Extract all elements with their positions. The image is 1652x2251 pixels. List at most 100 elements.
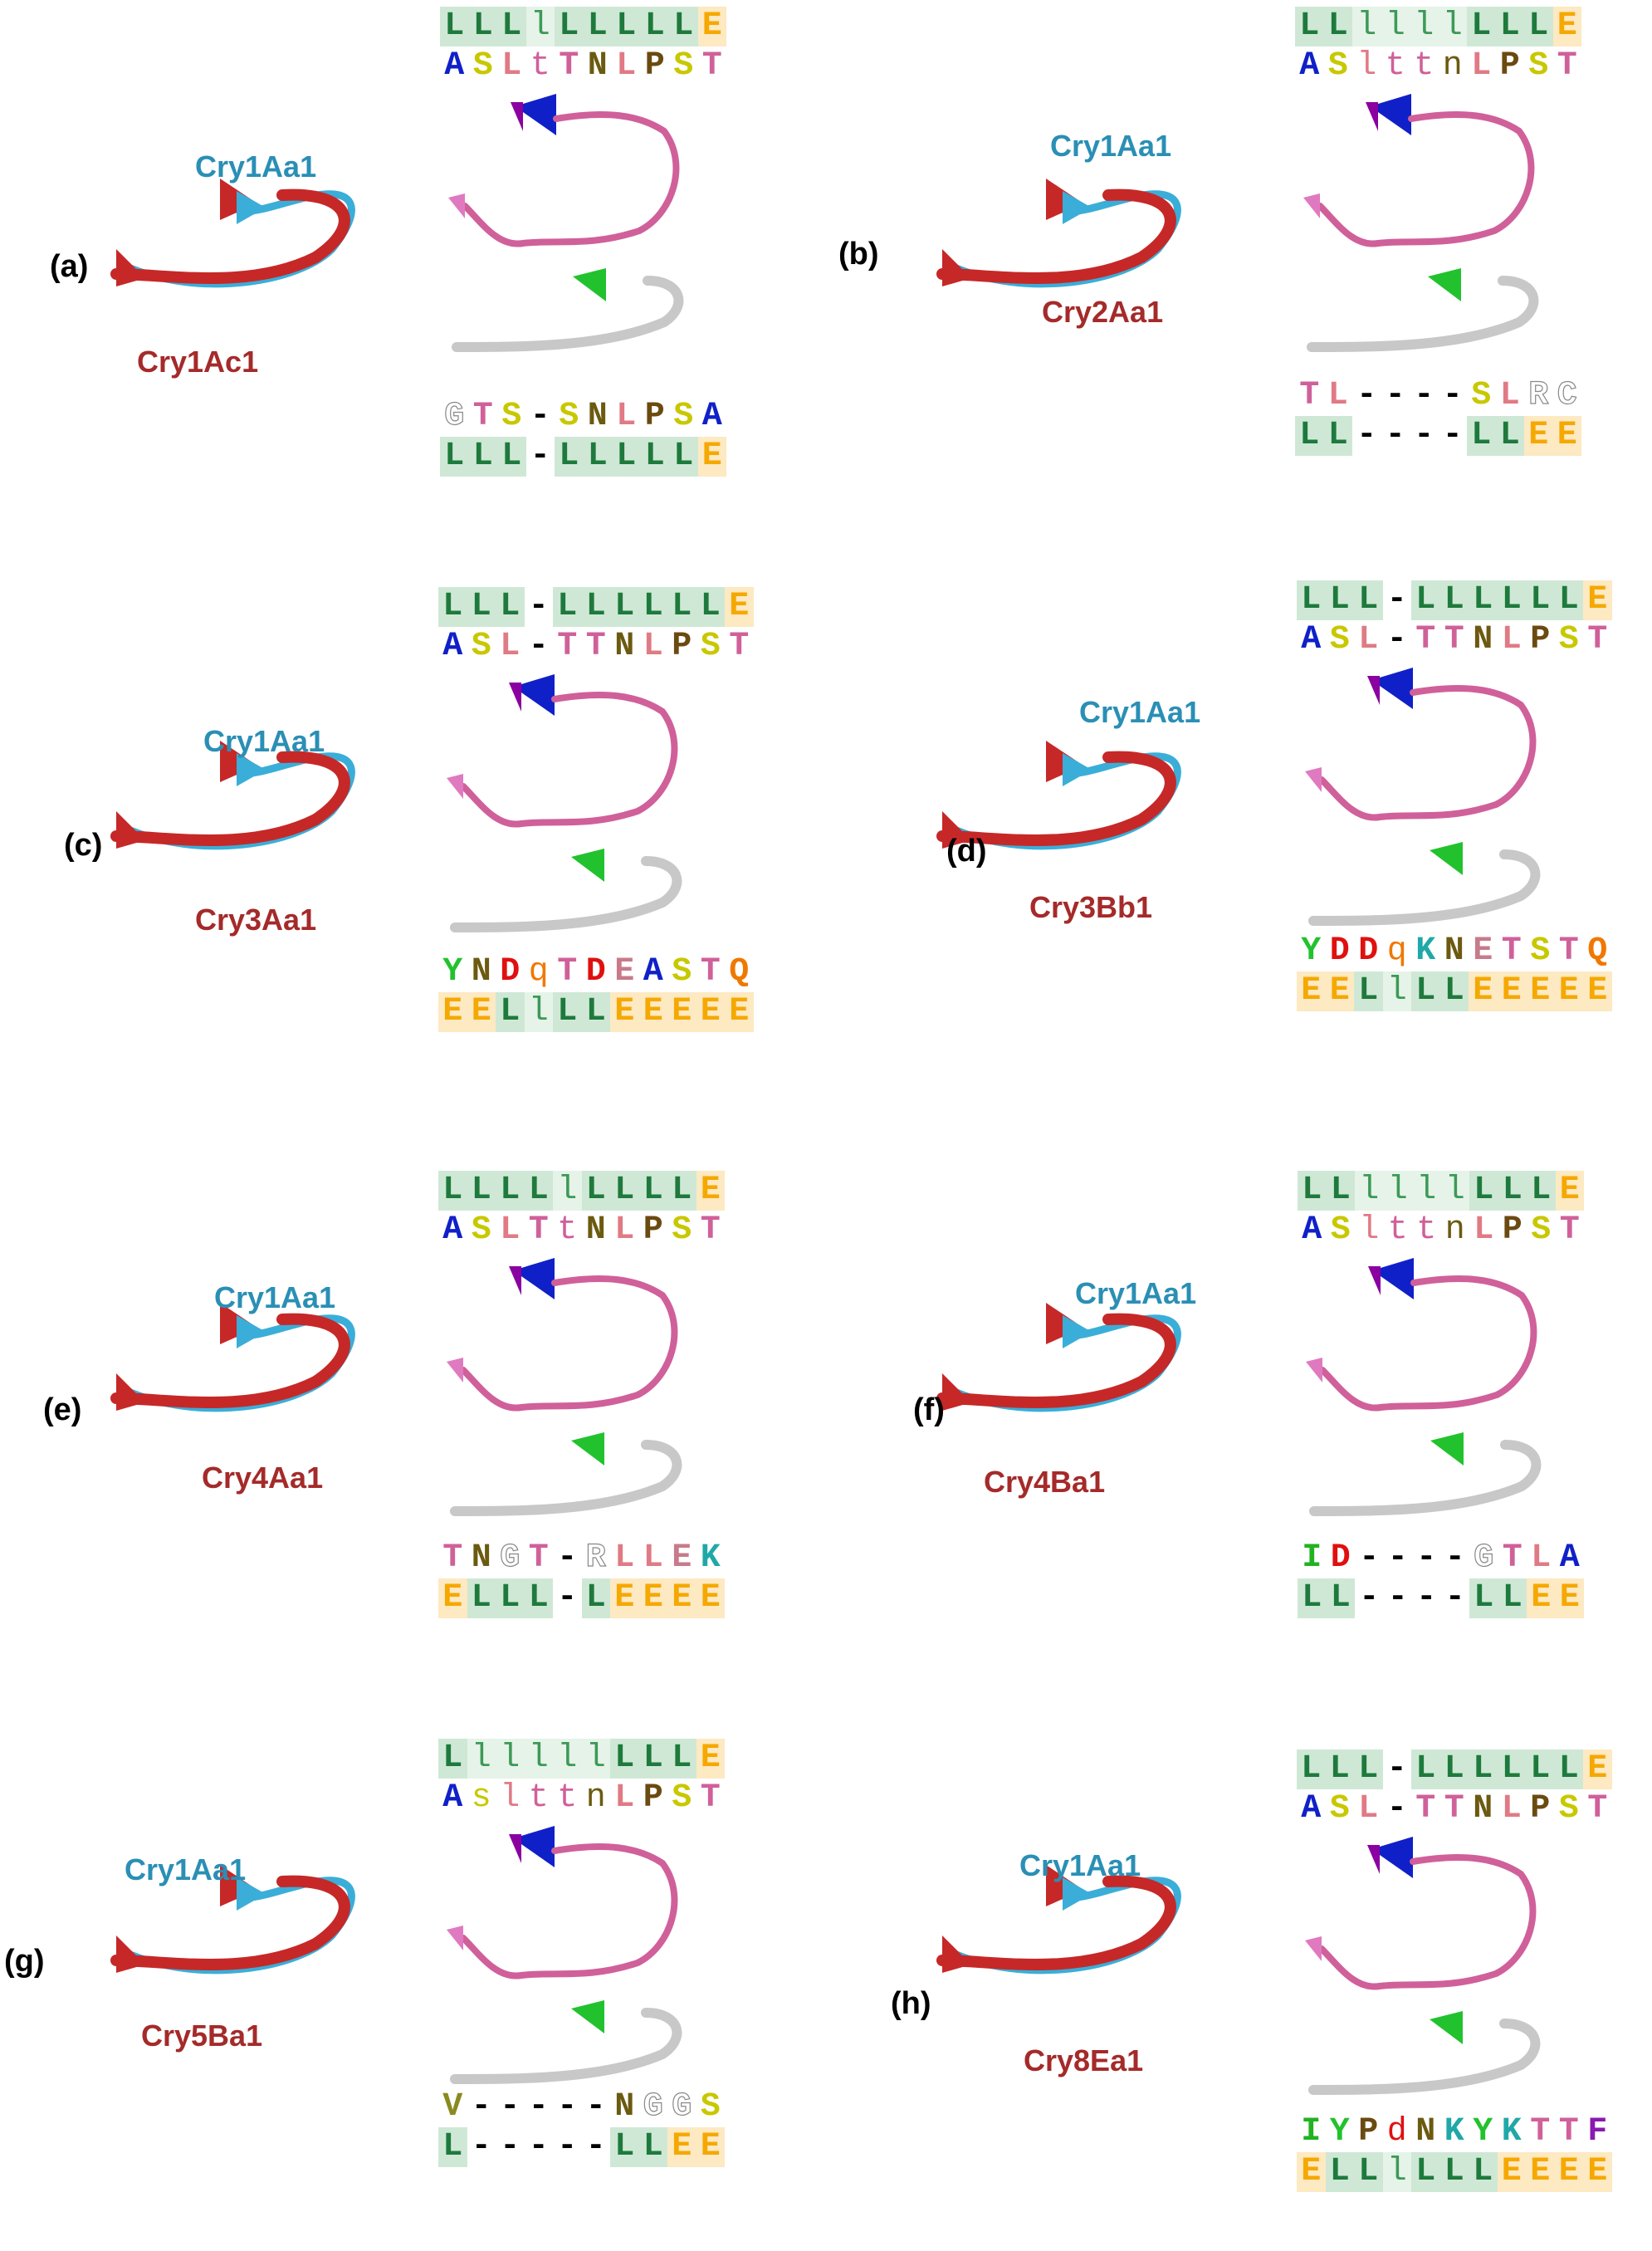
residue-letter: t (557, 1211, 578, 1249)
residue-letter: S (501, 398, 522, 435)
residue-letter: T (1415, 1790, 1436, 1828)
ss-letter: l (581, 1739, 610, 1779)
ss-letter: L (1469, 580, 1498, 620)
ss-letter: E (1297, 2152, 1326, 2192)
panel-label: (d) (946, 834, 987, 869)
ss-letter: L (1325, 580, 1354, 620)
residue-letter: D (1329, 932, 1350, 970)
residue-letter: L (500, 628, 521, 665)
residue-letter: T (528, 1539, 549, 1577)
ss-letter: E (1555, 1171, 1584, 1211)
ss-letter: L (1495, 7, 1524, 46)
ss-letter: L (438, 587, 467, 627)
panel-label: (b) (838, 237, 879, 272)
residue-letter: A (1301, 1790, 1322, 1828)
residue-letter: S (1329, 621, 1350, 658)
residue-letter: - (585, 2088, 606, 2126)
residue-letter: S (1327, 47, 1348, 85)
residue-letter: t (1387, 1211, 1408, 1249)
residue-arrow (1371, 1837, 1413, 1878)
residue-arrow (515, 94, 556, 135)
residue-letter: S (672, 953, 692, 991)
residue-letter: L (1501, 621, 1522, 658)
residue-letter: l (500, 1779, 521, 1817)
reference-protein-label: Cry1Aa1 (203, 724, 325, 758)
residue-letter: T (1415, 621, 1436, 658)
ss-letter: E (1552, 7, 1581, 46)
reference-strand-arrow (1063, 191, 1092, 224)
panel-label: (c) (64, 828, 103, 863)
ss-letter: L (1297, 580, 1326, 620)
ss-letter: L (555, 7, 584, 46)
residue-letter: - (528, 628, 549, 665)
residue-letter: A (1559, 1539, 1580, 1577)
residue-letter: t (1414, 47, 1435, 85)
ss-letter: E (1527, 1578, 1556, 1618)
ss-letter: E (1583, 971, 1612, 1011)
ss-letter: - (1385, 417, 1405, 454)
residue-letter: - (1359, 1539, 1380, 1577)
ss-letter: E (667, 1578, 696, 1618)
residue-letter: L (1358, 621, 1379, 658)
ss-letter: L (1439, 2152, 1469, 2192)
residue-letter: S (559, 398, 579, 435)
residue-letter: A (442, 628, 463, 665)
ss-letter: E (438, 992, 467, 1032)
target-ribbon (110, 1875, 350, 1970)
residue-letter: T (700, 1211, 721, 1249)
target-protein-label: Cry5Ba1 (141, 2019, 263, 2053)
ss-letter: L (1526, 1749, 1555, 1789)
residue-letter: A (442, 1779, 463, 1817)
ss-letter: - (557, 2128, 578, 2165)
residue-letter: T (557, 953, 578, 991)
reference-segment (448, 94, 680, 247)
ss-letter: L (1469, 1171, 1498, 1211)
residue-letter: t (528, 1779, 549, 1817)
structure-drawing (936, 668, 1541, 926)
ss-letter: l (1412, 1171, 1441, 1211)
panel-label: (h) (891, 1986, 931, 2021)
residue-arrow (511, 102, 523, 131)
ss-letter: E (696, 1739, 725, 1779)
residue-letter: P (1530, 621, 1551, 658)
ss-letter: E (1583, 2152, 1612, 2192)
ss-letter: L (1498, 1171, 1527, 1211)
reference-segment (1305, 668, 1537, 821)
ss-letter: L (667, 1739, 696, 1779)
residue-letter: n (585, 1779, 606, 1817)
residue-letter: N (614, 628, 635, 665)
superposition (110, 1303, 355, 1412)
target-segment (1307, 268, 1539, 352)
ss-letter: L (612, 7, 641, 46)
residue-letter: L (614, 1779, 635, 1817)
residue-ribbon (1318, 685, 1537, 821)
structure-drawing (110, 1826, 682, 2084)
ss-letter: L (638, 1171, 667, 1211)
ss-letter: L (610, 1171, 639, 1211)
residue-letter: N (1473, 621, 1493, 658)
ss-letter: L (581, 992, 610, 1032)
ss-letter: L (667, 587, 696, 627)
reference-protein-label: Cry1Aa1 (1019, 1848, 1141, 1882)
residue-arrow (1366, 102, 1378, 131)
ss-letter: L (1325, 2152, 1354, 2192)
ss-letter: L (669, 437, 698, 477)
ss-letter: L (638, 2127, 667, 2167)
ss-letter: - (557, 1579, 578, 1617)
reference-strand-arrow (237, 1877, 266, 1911)
ss-letter: - (528, 588, 549, 625)
residue-letter: S (1471, 377, 1492, 414)
ss-letter: L (610, 587, 639, 627)
ss-letter: L (640, 437, 669, 477)
ss-letter: L (524, 1578, 553, 1618)
